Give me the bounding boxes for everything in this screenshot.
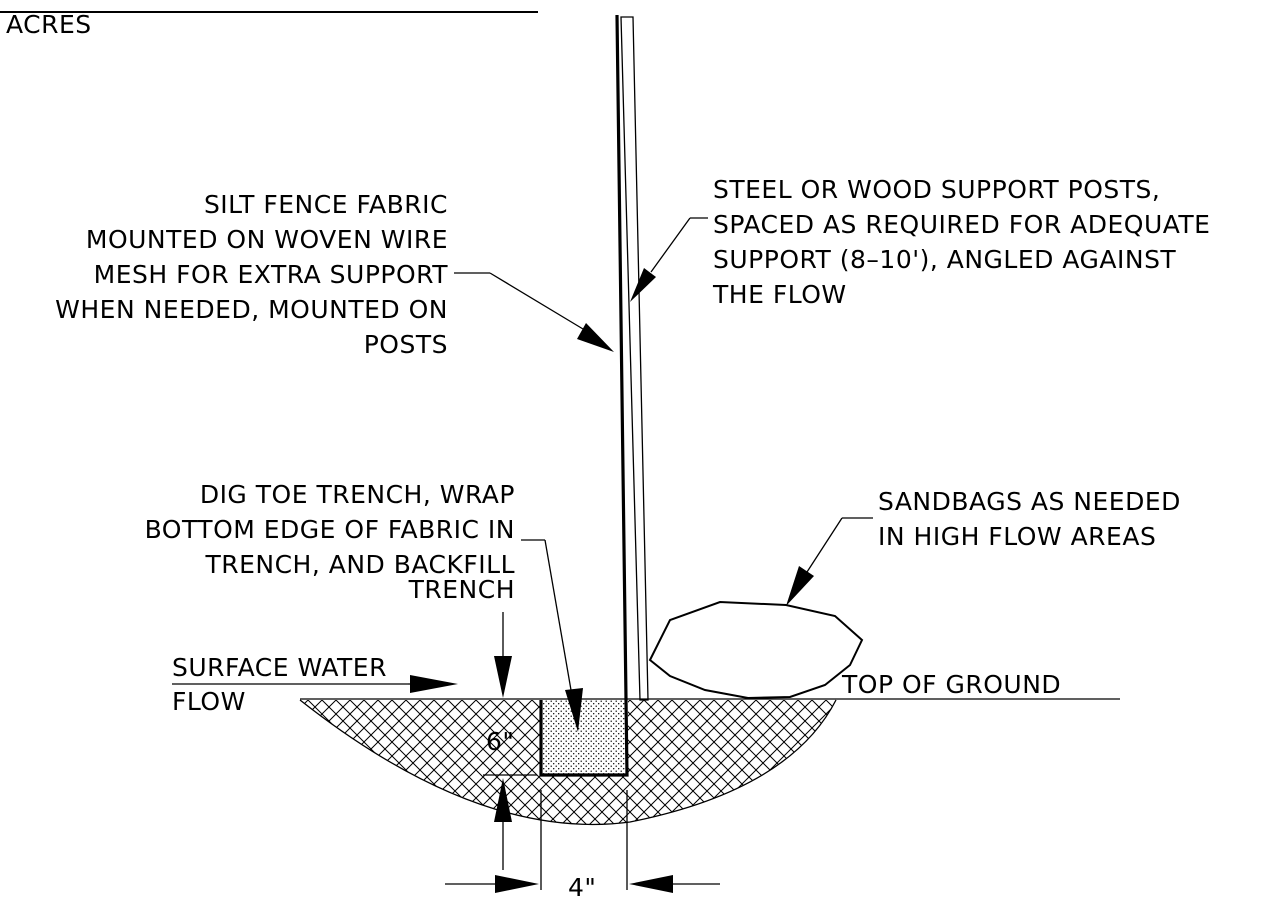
flow-arrow [408,675,458,693]
svg-text:IN HIGH FLOW AREAS: IN HIGH FLOW AREAS [878,522,1156,551]
leader-fabric [454,272,614,352]
svg-text:SANDBAGS AS NEEDED: SANDBAGS AS NEEDED [878,487,1181,516]
label-trench: DIG TOE TRENCH, WRAP BOTTOM EDGE OF FABR… [145,480,515,604]
svg-text:POSTS: POSTS [364,330,448,359]
svg-text:BOTTOM EDGE OF FABRIC IN: BOTTOM EDGE OF FABRIC IN [145,515,515,544]
label-flow: FLOW [172,687,246,716]
svg-text:MESH FOR EXTRA SUPPORT: MESH FOR EXTRA SUPPORT [94,260,449,289]
support-post [620,16,649,701]
fabric-wrap [539,14,629,777]
label-surface-water: SURFACE WATER [172,653,387,682]
depth-value: 6" [486,727,514,756]
svg-text:TRENCH, AND BACKFILL: TRENCH, AND BACKFILL [204,550,515,579]
soil-mass [300,700,836,825]
svg-text:TRENCH: TRENCH [408,575,515,604]
label-top-of-ground: TOP OF GROUND [841,670,1061,699]
svg-text:DIG TOE TRENCH, WRAP: DIG TOE TRENCH, WRAP [200,480,515,509]
leader-trench [521,539,583,732]
label-support-posts: STEEL OR WOOD SUPPORT POSTS, SPACED AS R… [712,175,1210,309]
depth-dimension: 6" [483,727,537,870]
leader-support-posts [630,217,708,302]
leader-sandbags [786,517,873,606]
width-value: 4" [568,873,596,898]
svg-text:MOUNTED ON WOVEN WIRE: MOUNTED ON WOVEN WIRE [86,225,448,254]
label-fabric: SILT FENCE FABRIC MOUNTED ON WOVEN WIRE … [55,190,448,359]
svg-text:SUPPORT (8–10'), ANGLED AGAINS: SUPPORT (8–10'), ANGLED AGAINST [713,245,1176,274]
trench-edge-arrow [494,612,512,698]
svg-text:STEEL OR WOOD SUPPORT POSTS,: STEEL OR WOOD SUPPORT POSTS, [713,175,1160,204]
svg-text:SPACED AS REQUIRED FOR ADEQUAT: SPACED AS REQUIRED FOR ADEQUATE [713,210,1210,239]
svg-text:THE FLOW: THE FLOW [712,280,847,309]
header-fragment: ACRES [6,10,92,39]
svg-text:SILT FENCE FABRIC: SILT FENCE FABRIC [204,190,448,219]
soil-outline [299,699,837,826]
label-sandbags: SANDBAGS AS NEEDED IN HIGH FLOW AREAS [878,487,1181,551]
width-dimension: 4" [445,790,720,898]
sandbag [648,600,864,700]
svg-text:WHEN NEEDED, MOUNTED ON: WHEN NEEDED, MOUNTED ON [55,295,448,324]
trench-backfill-stipple [541,700,627,775]
